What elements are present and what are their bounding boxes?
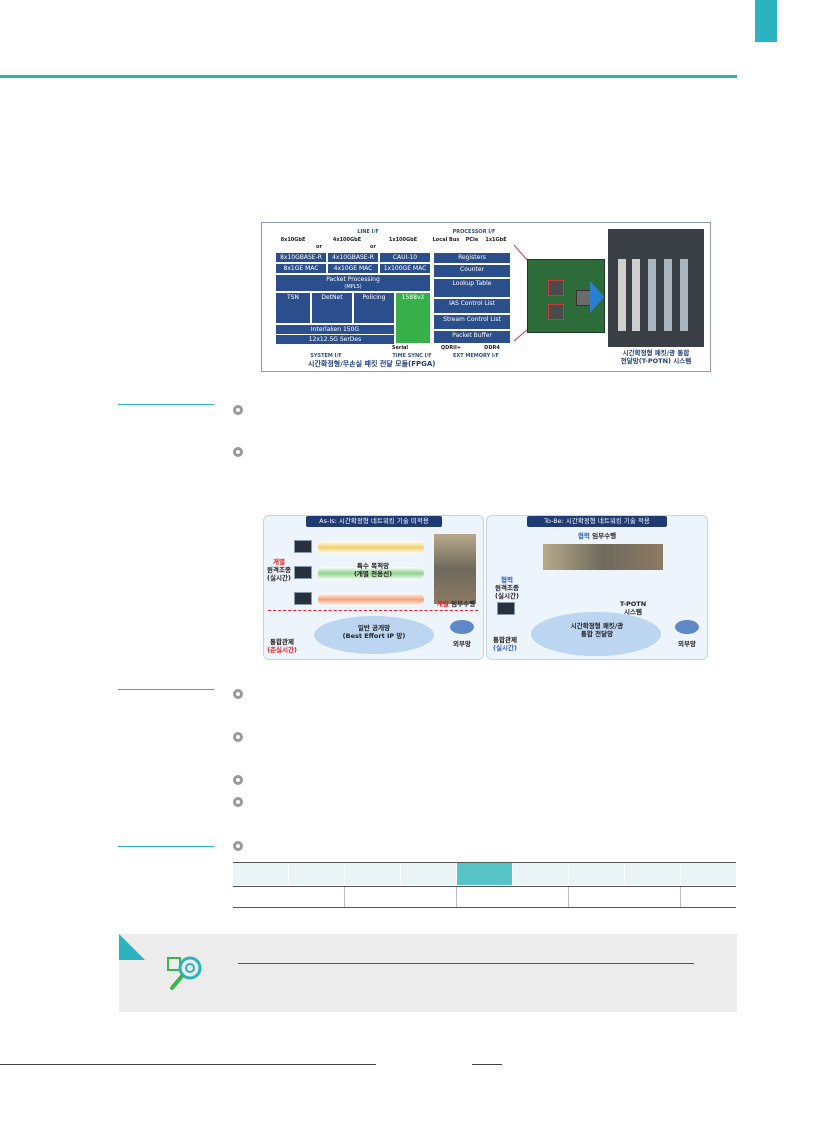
block-policing: Policing xyxy=(354,293,394,323)
coop-mission-label: 협력 임무수행 xyxy=(567,532,627,540)
section-rule xyxy=(118,846,214,847)
control-center-label: 통합관제 (실시간) xyxy=(489,636,521,652)
block-4x10ge-mac: 4x10GE MAC xyxy=(328,264,378,273)
line-if-label: LINE I/F xyxy=(308,229,428,235)
page-tab-marker xyxy=(755,0,777,42)
monitor-icon xyxy=(294,592,312,605)
system-caption: 시간확정형 패킷/광 통합 전달망(T-POTN) 시스템 xyxy=(608,349,704,365)
as-is-title: As-Is: 시간확정형 네트워킹 기술 미적용 xyxy=(306,516,442,527)
system-caption-line: 전달망(T-POTN) 시스템 xyxy=(608,357,704,365)
table-cell xyxy=(513,863,569,885)
divider-dashed xyxy=(268,610,478,611)
external-network-label: 외부망 xyxy=(669,640,705,648)
block-ias-control-list: IAS Control List xyxy=(434,299,510,313)
fpga-chip xyxy=(548,280,564,296)
footer-rule-short xyxy=(472,1064,502,1065)
block-packet-processing: Packet Processing xyxy=(276,275,430,284)
block-1x100ge-mac: 1x100GE MAC xyxy=(380,264,430,273)
block-lookup-table: Lookup Table xyxy=(434,279,510,297)
block-detnet: DetNet xyxy=(312,293,352,323)
block-stream-control-list: Stream Control List xyxy=(434,315,510,329)
dedicated-line xyxy=(318,541,424,554)
general-network-label: 일반 공개망 (Best Effort IP 망) xyxy=(334,624,414,640)
header-rule xyxy=(0,75,737,78)
section-rule xyxy=(118,404,214,405)
block-tsn: TSN xyxy=(276,293,310,323)
coop-remote-label: 협력 원격조종 (실시간) xyxy=(489,576,525,600)
bottom-port-label: QDRII+ xyxy=(438,345,464,351)
block-mpls: (MPLS) xyxy=(276,284,430,291)
footer-rule xyxy=(0,1064,376,1065)
processor-if-label: PROCESSOR I/F xyxy=(436,229,512,235)
box-corner-accent xyxy=(119,934,145,960)
block-registers: Registers xyxy=(434,253,510,263)
fpga-chip xyxy=(548,304,564,320)
to-be-title: To-Be: 시간확정형 네트워킹 기술 적용 xyxy=(527,516,667,527)
port-label: 1x100GbE xyxy=(386,237,420,243)
as-is-panel: As-Is: 시간확정형 네트워킹 기술 미적용 특수 목적망 (개별 전용선)… xyxy=(263,515,484,660)
proc-port-label: PCIe xyxy=(462,237,482,243)
proc-port-label: 1x1GbE xyxy=(482,237,510,243)
circle-bullet-icon xyxy=(233,689,243,699)
monitor-icon xyxy=(497,602,515,615)
block-8x10gbase: 8x10GBASE-R xyxy=(276,253,326,262)
info-box xyxy=(119,934,737,1012)
system-caption-line: 시간확정형 패킷/광 통합 xyxy=(608,349,704,357)
table-cell xyxy=(289,863,345,885)
monitor-icon xyxy=(294,540,312,553)
individual-mission-label: 개별 임무수행 xyxy=(432,600,480,608)
ext-memory-if-label: EXT MEMORY I/F xyxy=(444,353,508,359)
bottom-port-label: DDR4 xyxy=(480,345,504,351)
table-cell xyxy=(681,863,736,885)
external-cloud-icon xyxy=(675,620,699,634)
individual-remote-label: 개별 원격조종 (실시간) xyxy=(264,558,294,582)
search-gear-icon xyxy=(166,952,210,996)
drone-photos xyxy=(434,534,476,604)
block-interlaken: Interlaken 150G xyxy=(276,325,394,334)
figure-fpga-system: LINE I/F PROCESSOR I/F 8x10GbE or 4x100G… xyxy=(261,222,711,372)
fpga-caption: 시간확정형/무손실 패킷 전달 모듈(FPGA) xyxy=(308,359,436,369)
proc-port-label: Local Bus xyxy=(432,237,460,243)
table-cell xyxy=(345,863,401,885)
tpotn-rack-photo xyxy=(608,229,704,347)
circle-bullet-icon xyxy=(233,405,243,415)
circle-bullet-icon xyxy=(233,447,243,457)
port-label: 4x100GbE xyxy=(330,237,364,243)
table-cell-highlight xyxy=(457,863,513,885)
block-counter: Counter xyxy=(434,265,510,277)
external-network-label: 외부망 xyxy=(444,640,480,648)
bottom-port-label: Serial xyxy=(390,345,410,351)
circle-bullet-icon xyxy=(233,797,243,807)
special-network-label: 특수 목적망 (개별 전용선) xyxy=(348,562,398,578)
table-cell xyxy=(625,863,681,885)
external-cloud-icon xyxy=(450,620,474,634)
table-cell xyxy=(233,863,289,885)
info-box-rule xyxy=(238,963,694,964)
block-1588v2: 1588v2 xyxy=(396,293,430,343)
port-label: 8x10GbE xyxy=(278,237,308,243)
block-packet-buffer: Packet Buffer xyxy=(434,331,510,343)
block-4x10gbase: 4x10GBASE-R xyxy=(328,253,378,262)
circle-bullet-icon xyxy=(233,732,243,742)
block-8x1ge-mac: 8x1GE MAC xyxy=(276,264,326,273)
control-center-label: 통합관제 (준실시간) xyxy=(266,638,298,654)
table-cell xyxy=(401,863,457,885)
block-caui10: CAUI-10 xyxy=(380,253,430,262)
circle-bullet-icon xyxy=(233,841,243,851)
port-label: or xyxy=(312,244,326,250)
drone-photos xyxy=(543,544,663,570)
integrated-network-label: 시간확정형 패킷/광 통합 전달망 xyxy=(557,622,637,638)
section-rule xyxy=(118,689,214,690)
arrow-right-icon xyxy=(590,281,604,313)
table-cell xyxy=(569,863,625,885)
fpga-block-diagram: LINE I/F PROCESSOR I/F 8x10GbE or 4x100G… xyxy=(268,229,514,366)
to-be-panel: To-Be: 시간확정형 네트워킹 기술 적용 협력 임무수행 협력 원격조종 … xyxy=(486,515,708,660)
circle-bullet-icon xyxy=(233,775,243,785)
port-label: or xyxy=(366,244,380,250)
dedicated-line xyxy=(318,593,424,606)
block-serdes: 12x12.5G SerDes xyxy=(276,335,394,344)
monitor-icon xyxy=(294,566,312,579)
